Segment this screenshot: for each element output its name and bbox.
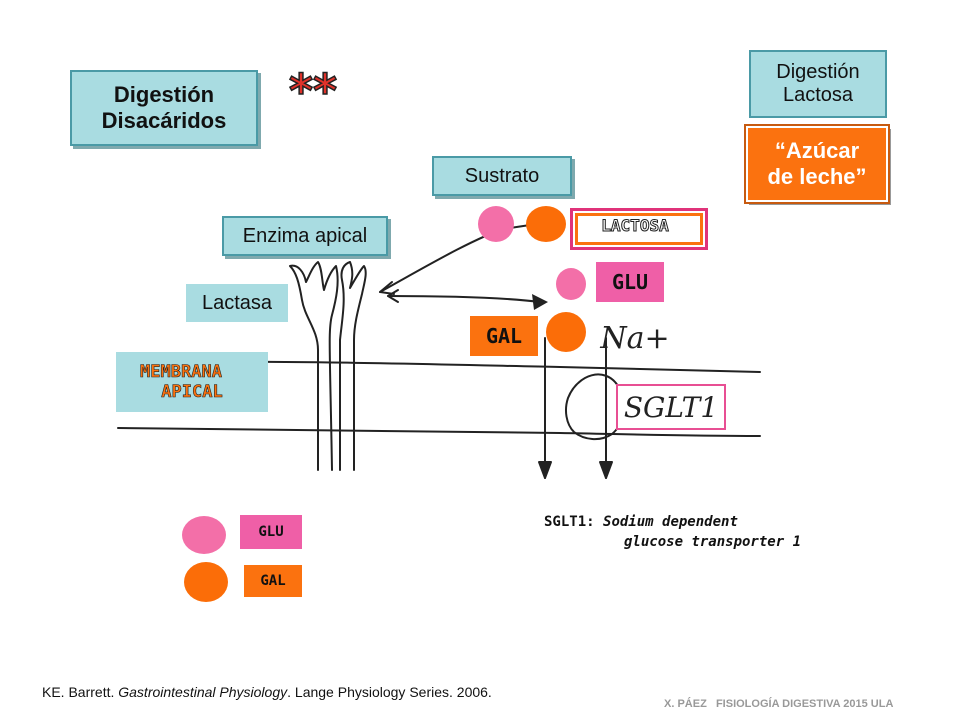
lactose-galactose-circle xyxy=(526,206,566,242)
side-title-line1: Digestión xyxy=(776,61,860,83)
enzyme-label: Enzima apical xyxy=(222,216,388,256)
citation: KE. Barrett. Gastrointestinal Physiology… xyxy=(42,684,492,700)
sglt1-box: SGLT1 xyxy=(616,384,726,430)
galactose-product-label: GAL xyxy=(470,316,538,356)
title-box: Digestión Disacáridos xyxy=(70,70,258,146)
lactase-enzyme-left xyxy=(289,261,339,471)
sglt1-note-term: SGLT1: xyxy=(544,514,595,530)
lactose-label: LACTOSA xyxy=(570,208,708,250)
footer: X. PÁEZ FISIOLOGÍA DIGESTIVA 2015 ULA xyxy=(664,698,894,710)
membrane-label-line1: MEMBRANA xyxy=(140,362,222,383)
membrane-line-bottom xyxy=(117,427,761,437)
title-line1: Digestión xyxy=(113,82,215,107)
lactose-glucose-circle xyxy=(478,206,514,242)
arrow-enzyme-to-products xyxy=(387,295,541,303)
side-title-line2: Lactosa xyxy=(782,84,854,106)
glucose-product-label: GLU xyxy=(596,262,664,302)
membrane-label: MEMBRANA APICAL xyxy=(116,352,268,412)
stars-mark: ** xyxy=(288,63,338,119)
title-line2: Disacáridos xyxy=(101,108,227,133)
membrane-label-line2: APICAL xyxy=(161,382,223,403)
legend-glucose-circle xyxy=(182,516,226,554)
legend-galactose-label: GAL xyxy=(244,565,302,597)
galactose-product-circle xyxy=(546,312,586,352)
sugar-label-line1: “Azúcar xyxy=(774,138,860,163)
sglt1-note: SGLT1: Sodium dependent glucose transpor… xyxy=(544,512,844,552)
citation-rest: . Lange Physiology Series. 2006. xyxy=(287,684,492,700)
sglt1-note-line2: glucose transporter 1 xyxy=(624,534,802,550)
side-title-box: Digestión Lactosa xyxy=(749,50,887,118)
sugar-label-box: “Azúcar de leche” xyxy=(744,124,890,204)
sugar-label-line2: de leche” xyxy=(767,164,867,189)
citation-book: Gastrointestinal Physiology xyxy=(118,684,288,700)
substrate-label: Sustrato xyxy=(432,156,572,196)
glucose-product-circle xyxy=(556,268,586,300)
legend-glucose-label: GLU xyxy=(240,515,302,549)
citation-authors: KE. Barrett. xyxy=(42,684,119,700)
lactase-enzyme-right xyxy=(339,261,367,471)
lactase-label: Lactasa xyxy=(186,284,288,322)
sglt1-note-line1: Sodium dependent xyxy=(603,514,738,530)
sodium-label: Na+ xyxy=(600,320,670,356)
legend-galactose-circle xyxy=(184,562,228,602)
